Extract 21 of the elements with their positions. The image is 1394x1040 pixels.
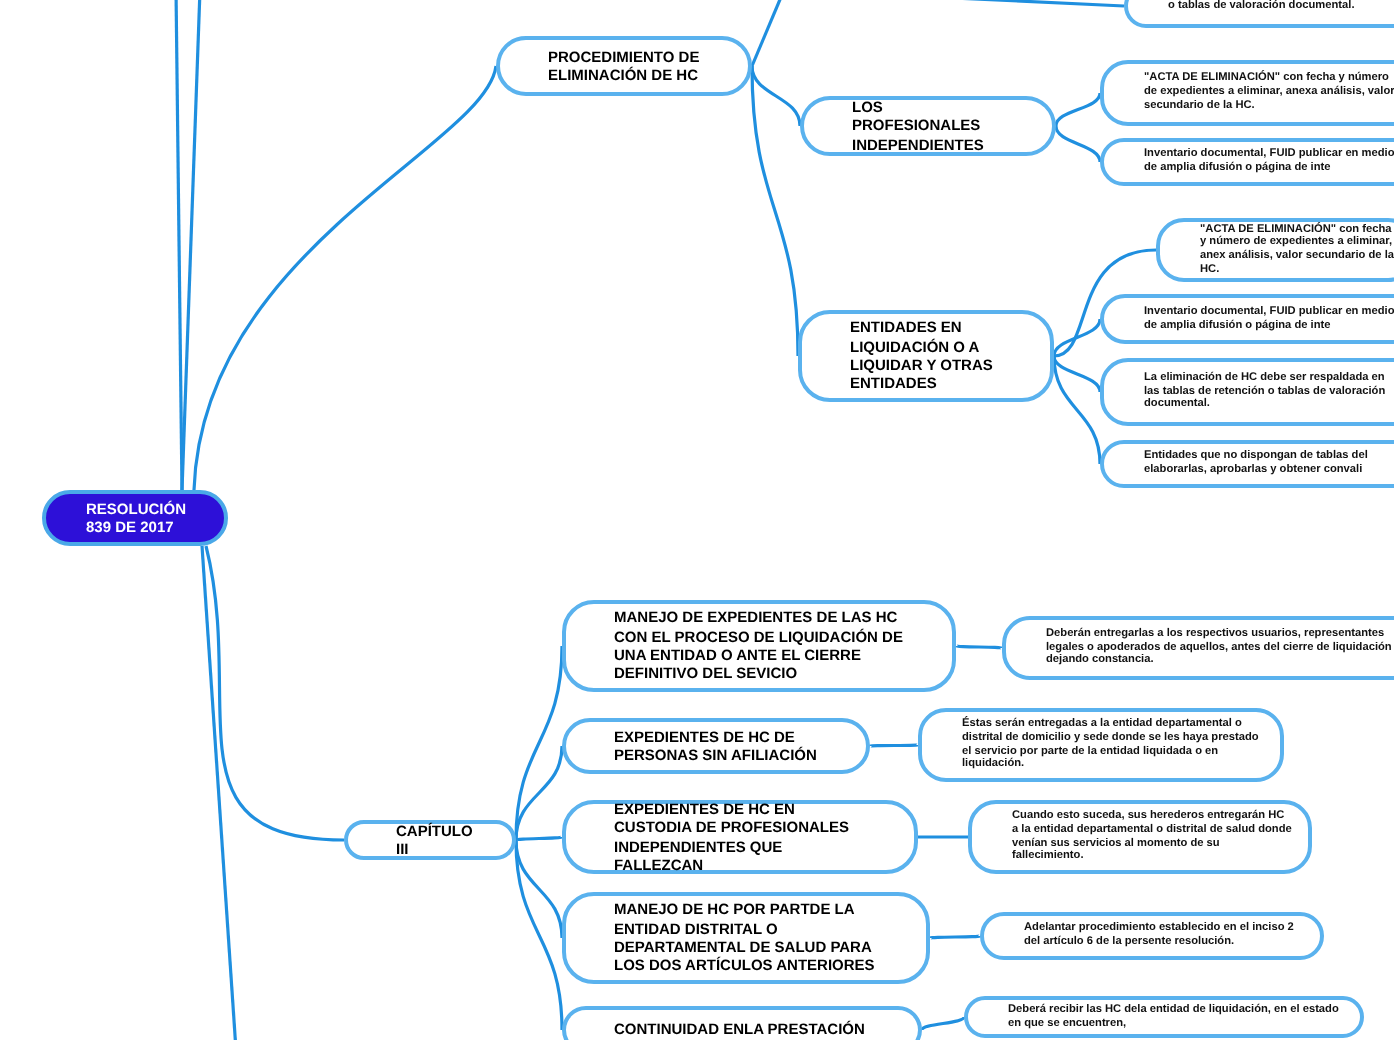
connector-line bbox=[180, 0, 202, 491]
connector-line bbox=[174, 0, 184, 490]
connector-line bbox=[1054, 125, 1102, 163]
connector-line bbox=[514, 745, 564, 841]
connector-line bbox=[1052, 355, 1102, 393]
connector-line bbox=[1054, 92, 1102, 127]
connector-line bbox=[1053, 248, 1157, 358]
connector-line bbox=[869, 743, 919, 748]
connector-line bbox=[1052, 355, 1102, 465]
connector-line bbox=[515, 835, 563, 842]
connector-line bbox=[750, 0, 786, 67]
connector-line bbox=[750, 65, 800, 357]
connector-line bbox=[204, 545, 345, 842]
connector-line bbox=[192, 65, 498, 491]
connector-line bbox=[514, 839, 564, 1031]
connector-line bbox=[929, 934, 981, 940]
connector-line bbox=[955, 644, 1003, 650]
connector-line bbox=[920, 1015, 966, 1032]
connector-line bbox=[1052, 318, 1102, 357]
connector-line bbox=[200, 545, 238, 1040]
connector-line bbox=[918, 835, 968, 839]
